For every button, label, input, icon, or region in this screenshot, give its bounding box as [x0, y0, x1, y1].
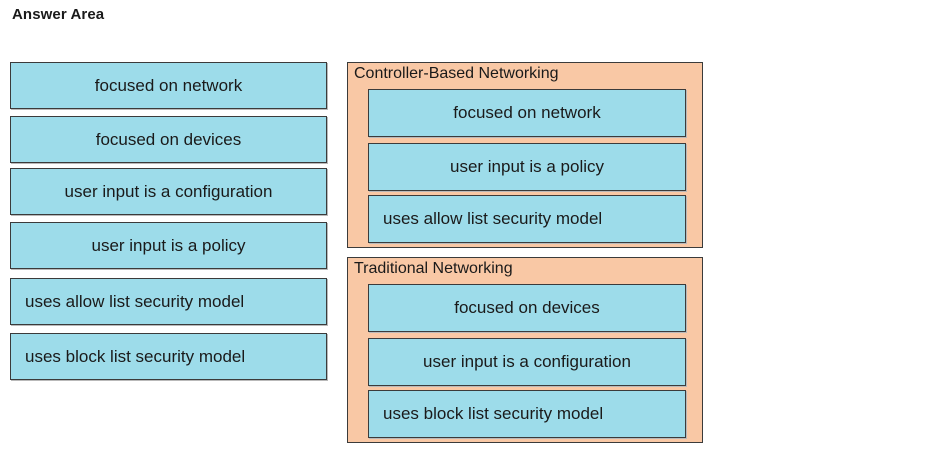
drop-target-controller-based-networking[interactable]: Controller-Based Networking focused on n…	[347, 62, 703, 248]
target-title-controller-based: Controller-Based Networking	[354, 65, 559, 82]
placed-item-user-input-policy[interactable]: user input is a policy	[368, 143, 686, 191]
target-title-traditional: Traditional Networking	[354, 260, 513, 277]
placed-item-block-list-security[interactable]: uses block list security model	[368, 390, 686, 438]
placed-item-focused-on-devices[interactable]: focused on devices	[368, 284, 686, 332]
source-item-user-input-configuration[interactable]: user input is a configuration	[10, 168, 327, 215]
placed-item-user-input-configuration[interactable]: user input is a configuration	[368, 338, 686, 386]
placed-item-allow-list-security[interactable]: uses allow list security model	[368, 195, 686, 243]
source-item-allow-list-security[interactable]: uses allow list security model	[10, 278, 327, 325]
source-item-user-input-policy[interactable]: user input is a policy	[10, 222, 327, 269]
source-item-block-list-security[interactable]: uses block list security model	[10, 333, 327, 380]
source-item-focused-on-network[interactable]: focused on network	[10, 62, 327, 109]
source-item-focused-on-devices[interactable]: focused on devices	[10, 116, 327, 163]
placed-item-focused-on-network[interactable]: focused on network	[368, 89, 686, 137]
drop-target-traditional-networking[interactable]: Traditional Networking focused on device…	[347, 257, 703, 443]
answer-area-title: Answer Area	[12, 6, 105, 23]
